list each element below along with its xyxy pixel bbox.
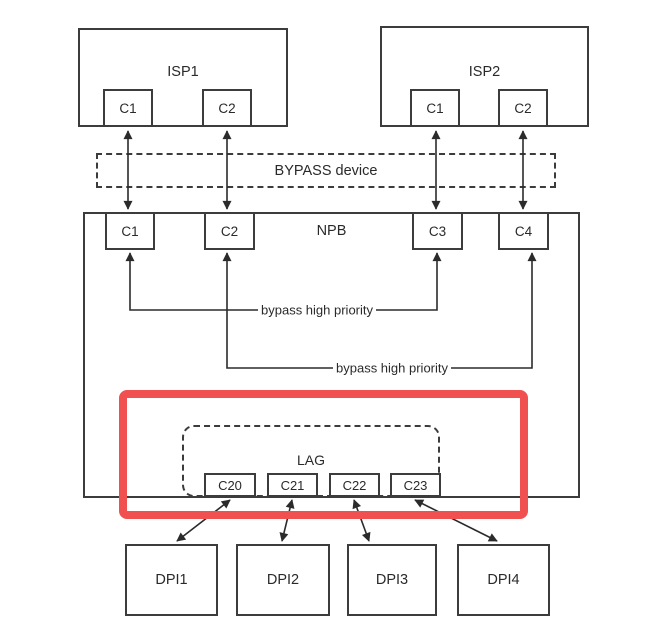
- dpi4-box: DPI4: [457, 544, 550, 616]
- isp1-port-c1: C1: [103, 89, 153, 127]
- dpi1-box: DPI1: [125, 544, 218, 616]
- lag-port-c21: C21: [267, 473, 318, 497]
- dpi1-title: DPI1: [155, 572, 188, 588]
- dpi2-title: DPI2: [266, 572, 300, 588]
- lag-port-c20: C20: [204, 473, 256, 497]
- lag-port-c23: C23: [390, 473, 441, 497]
- isp1-port-c2: C2: [202, 89, 252, 127]
- dpi2-box: DPI2: [236, 544, 330, 616]
- npb-port-c3: C3: [412, 212, 463, 250]
- npb-title: NPB: [316, 223, 347, 239]
- isp2-title: ISP2: [468, 64, 501, 80]
- lag-port-c22: C22: [329, 473, 380, 497]
- lag-title: LAG: [296, 452, 325, 468]
- bypass-device-title: BYPASS device: [274, 162, 378, 179]
- npb-port-c1: C1: [105, 212, 155, 250]
- isp1-title: ISP1: [167, 64, 199, 80]
- dpi4-title: DPI4: [487, 572, 520, 588]
- npb-port-c4: C4: [498, 212, 549, 250]
- dpi3-box: DPI3: [347, 544, 437, 616]
- bypass-device-box: BYPASS device: [96, 153, 556, 188]
- bypass-priority-label-1: bypass high priority: [258, 301, 376, 319]
- red-highlight-rect: [119, 390, 528, 519]
- bypass-priority-label-2: bypass high priority: [333, 359, 451, 377]
- isp2-port-c2: C2: [498, 89, 548, 127]
- dpi3-title: DPI3: [375, 572, 409, 588]
- npb-port-c2: C2: [204, 212, 255, 250]
- isp2-port-c1: C1: [410, 89, 460, 127]
